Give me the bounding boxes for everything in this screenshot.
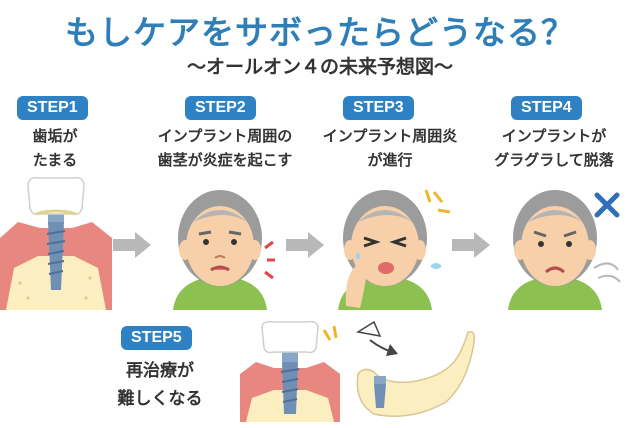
step1-description: 歯垢が たまる — [5, 124, 105, 172]
step3-description: インプラント周囲炎 が進行 — [310, 124, 470, 172]
jawbone-icon — [355, 320, 476, 417]
elderly-face-icon — [173, 190, 275, 310]
step2-badge: STEP2 — [185, 96, 256, 120]
step4-line1: インプラントが — [501, 127, 607, 145]
step1-line1: 歯垢が — [32, 127, 78, 145]
step5-description: 再治療が 難しくなる — [100, 357, 220, 413]
step1-line2: たまる — [32, 151, 78, 169]
page-title: もしケアをサボったらどうなる？ — [65, 13, 575, 52]
arrow-right-icon — [113, 232, 151, 262]
elderly-face-sad-icon — [508, 190, 621, 310]
step3-line1: インプラント周囲炎 — [322, 127, 458, 145]
step5-badge: STEP5 — [121, 326, 192, 350]
elderly-face-pain-icon — [338, 189, 451, 310]
step2-line2: 歯茎が炎症を起こす — [157, 151, 293, 169]
arrow-right-icon — [452, 232, 490, 262]
step2-description: インプラント周囲の 歯茎が炎症を起こす — [125, 124, 325, 172]
step1-badge: STEP1 — [17, 96, 88, 120]
step4-description: インプラントが グラグラして脱落 — [470, 124, 638, 172]
implant-plaque-icon — [0, 176, 112, 310]
step3-badge: STEP3 — [343, 96, 414, 120]
step4-badge: STEP4 — [511, 96, 582, 120]
cross-mark-icon — [594, 192, 620, 218]
page-subtitle: 〜オールオン４の未来予想図〜 — [186, 56, 453, 78]
step5-line2: 難しくなる — [117, 389, 203, 409]
step5-line1: 再治療が — [126, 361, 194, 381]
step2-line1: インプラント周囲の — [157, 127, 293, 145]
implant-loose-icon — [240, 320, 340, 422]
step4-line2: グラグラして脱落 — [494, 151, 614, 169]
arrow-right-icon — [286, 232, 324, 262]
step3-line2: が進行 — [367, 151, 413, 169]
